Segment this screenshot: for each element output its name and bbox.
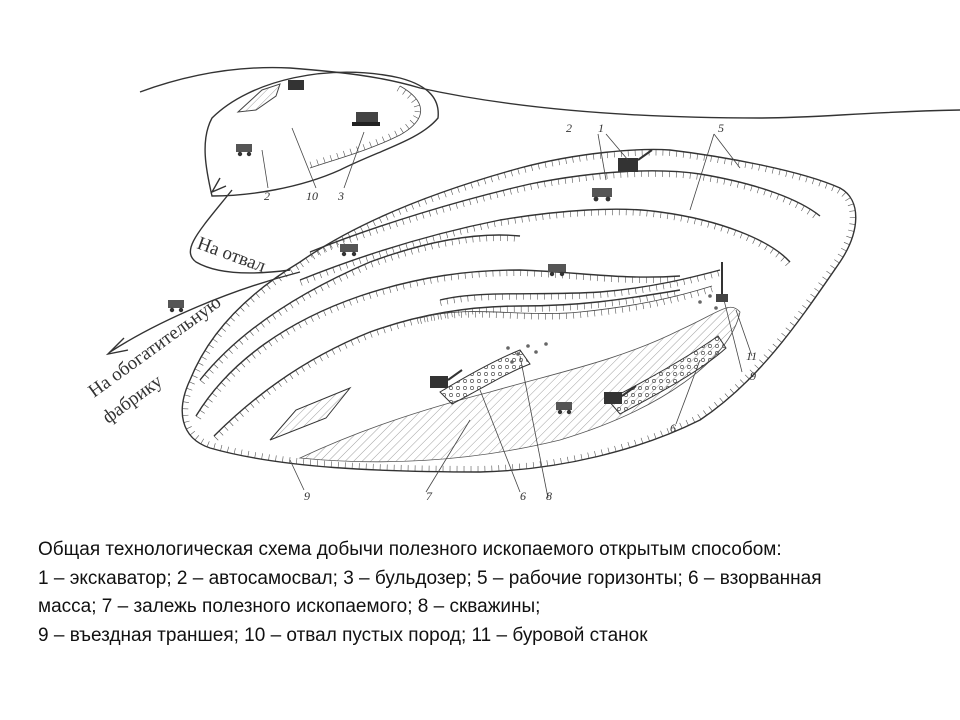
figure-caption: Общая технологическая схема добычи полез…	[38, 536, 938, 650]
excavator-icon	[618, 149, 653, 172]
label-2: 2	[264, 189, 270, 203]
excavator-icon	[288, 80, 304, 90]
label-7: 7	[426, 489, 433, 503]
dump-truck-icon	[340, 244, 358, 257]
dump-truck-icon	[168, 300, 184, 313]
entry-trench	[269, 386, 352, 441]
label-9: 9	[750, 369, 756, 383]
bench-hachures	[182, 85, 856, 472]
label-6: 6	[520, 489, 526, 503]
dump-truck-icon	[592, 188, 612, 202]
caption-line: 9 – въездная траншея; 10 – отвал пустых …	[38, 624, 648, 646]
waste-dump	[189, 71, 439, 274]
caption-line: Общая технологическая схема добычи полез…	[38, 539, 782, 560]
dump-truck-icon	[548, 264, 566, 277]
open-pit-mining-diagram: 2 1 5 11 9 6 9 7 6 8 2 10 3 На отвал На …	[85, 66, 960, 503]
dump-truck-icon	[556, 402, 572, 415]
caption-line: 1 – экскаватор; 2 – автосамосвал; 3 – бу…	[38, 567, 822, 589]
drill-rig-icon	[716, 262, 728, 302]
arrow-to-plant	[105, 337, 129, 356]
pit-outer-contour	[181, 148, 857, 473]
label-3: 3	[337, 189, 344, 203]
arrow-to-dump	[210, 177, 227, 194]
label-8: 8	[546, 489, 552, 503]
dump-truck-icon	[236, 144, 252, 157]
label-5: 5	[718, 121, 724, 135]
label-11: 11	[746, 349, 757, 363]
terrain-line	[139, 66, 960, 119]
blasted-rock-mass	[439, 349, 531, 405]
label-6: 6	[670, 421, 676, 435]
dump-spoil-pile	[236, 83, 281, 113]
excavator-icon	[430, 369, 463, 388]
road-to-plant	[109, 271, 301, 353]
leader-lines	[261, 127, 753, 499]
label-to-dump: На отвал	[194, 233, 269, 277]
label-9: 9	[304, 489, 310, 503]
working-benches	[195, 170, 821, 437]
blasted-rock-mass-2	[607, 335, 727, 415]
caption-line: масса; 7 – залежь полезного ископаемого;…	[38, 596, 541, 617]
boreholes	[506, 294, 718, 364]
bulldozer-icon	[352, 112, 380, 126]
road-to-dump	[189, 189, 291, 274]
excavator-icon	[604, 385, 637, 404]
label-1: 1	[598, 121, 604, 135]
label-10: 10	[306, 189, 318, 203]
label-2: 2	[566, 121, 572, 135]
